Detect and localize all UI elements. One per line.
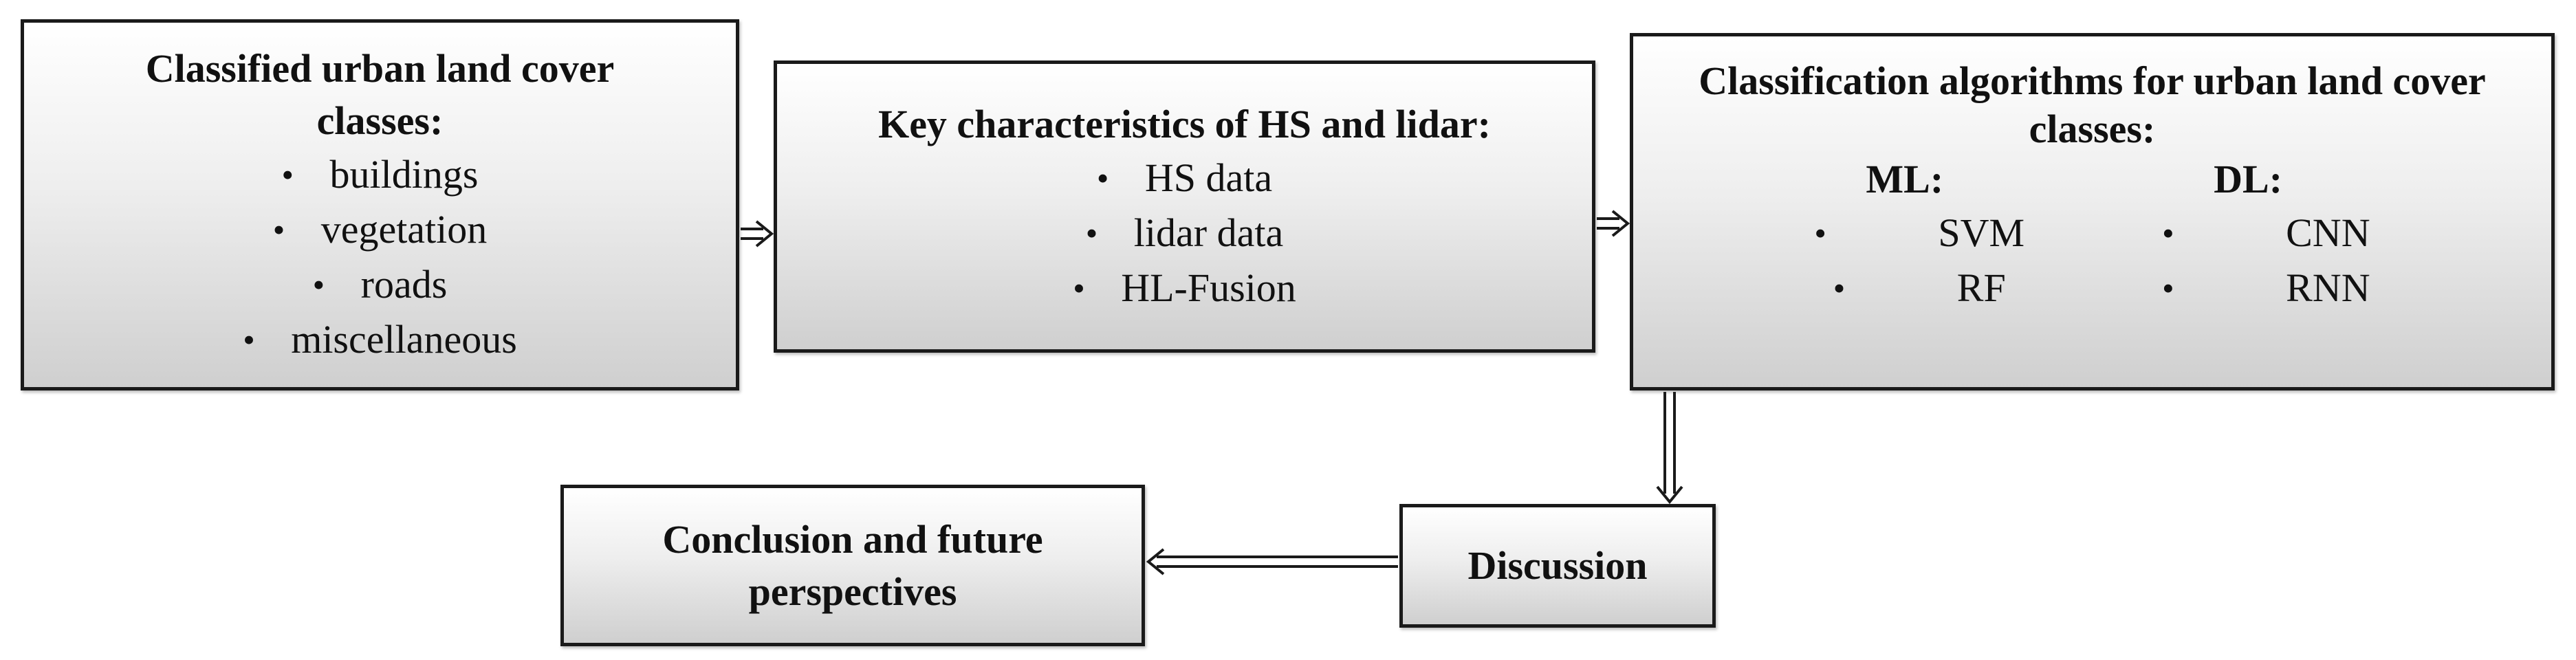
- algorithm-columns: ML: •SVM •RF DL: •CNN •RNN: [1633, 153, 2551, 316]
- bullet-icon: •: [1073, 268, 1085, 307]
- bullet-icon: •: [272, 210, 285, 249]
- bullet-icon: •: [281, 155, 294, 194]
- box-classification-algorithms: Classification algorithms for urban land…: [1630, 33, 2555, 390]
- list-item: •lidar data: [1073, 206, 1296, 261]
- bullet-icon: •: [2162, 214, 2174, 252]
- list-item: •HL-Fusion: [1073, 261, 1296, 316]
- box-classified-classes: Classified urban land cover classes: •bu…: [21, 19, 739, 390]
- dl-label: DL:: [2214, 157, 2283, 201]
- arrow-characteristics-to-algorithms: [1597, 210, 1630, 237]
- bullet-icon: •: [243, 320, 255, 359]
- bullet-icon: •: [1096, 158, 1109, 197]
- list-item: •roads: [243, 257, 517, 312]
- box-classified-classes-title: Classified urban land cover classes:: [145, 46, 615, 143]
- characteristics-list: •HS data •lidar data •HL-Fusion: [1073, 151, 1296, 316]
- box-key-characteristics: Key characteristics of HS and lidar: •HS…: [774, 60, 1595, 353]
- arrow-classes-to-characteristics: [741, 220, 774, 248]
- list-item: •miscellaneous: [243, 312, 517, 367]
- dl-list: •CNN •RNN: [2162, 206, 2370, 316]
- box-discussion: Discussion: [1399, 504, 1716, 628]
- dl-column: DL: •CNN •RNN: [2162, 153, 2370, 316]
- list-item: •RNN: [2162, 261, 2370, 316]
- bullet-icon: •: [2162, 269, 2174, 307]
- list-item: •SVM: [1814, 206, 2024, 261]
- arrow-discussion-to-conclusion: [1146, 548, 1398, 575]
- list-item: •buildings: [243, 147, 517, 202]
- box-key-characteristics-title: Key characteristics of HS and lidar:: [878, 101, 1491, 146]
- box-classification-algorithms-title: Classification algorithms for urban land…: [1699, 58, 2486, 151]
- bullet-icon: •: [1085, 213, 1098, 252]
- bullet-icon: •: [1833, 269, 1846, 307]
- ml-list: •SVM •RF: [1814, 206, 2024, 316]
- list-item: •vegetation: [243, 202, 517, 257]
- box-conclusion-title: Conclusion and future perspectives: [662, 516, 1043, 614]
- classes-list: •buildings •vegetation •roads •miscellan…: [243, 147, 517, 367]
- box-conclusion: Conclusion and future perspectives: [560, 485, 1145, 646]
- list-item: •HS data: [1073, 151, 1296, 206]
- bullet-icon: •: [1814, 214, 1826, 252]
- list-item: •RF: [1814, 261, 2024, 316]
- list-item: •CNN: [2162, 206, 2370, 261]
- box-discussion-title: Discussion: [1467, 543, 1648, 588]
- ml-label: ML:: [1866, 157, 1944, 201]
- arrow-algorithms-to-discussion: [1656, 392, 1683, 505]
- ml-column: ML: •SVM •RF: [1814, 153, 2024, 316]
- bullet-icon: •: [312, 265, 325, 304]
